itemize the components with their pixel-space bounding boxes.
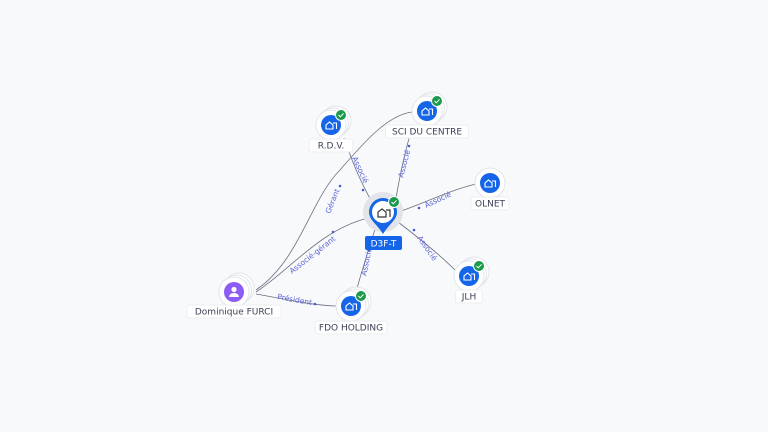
building-icon [480,173,500,193]
edge-fdo-center [355,225,377,293]
edge-arrows [313,144,421,306]
verified-check-icon [355,290,367,302]
edge-label: Associé [350,155,370,185]
node-label-bg [314,320,388,335]
edge-label: Associé [423,190,453,210]
node-label: R.D.V. [318,142,344,152]
edge-label: Associé [396,148,412,178]
node-label-bg [308,138,354,153]
building-icon [377,208,391,218]
building-icon [459,266,479,286]
center-label: D3F-T [371,240,397,250]
verified-check-icon [473,260,485,272]
building-icon [321,115,341,135]
node-label-bg [385,124,469,139]
node-jlh[interactable]: JLH [453,256,490,304]
edge-label: Associé-gérant [288,234,338,275]
node-sci[interactable]: SCI DU CENTRE [385,91,469,139]
edge-dom-fdo [255,293,337,307]
edge-dom-center [255,217,369,293]
edge-dom-sci [255,111,413,291]
edge-olnet-center [397,183,477,213]
node-rdv[interactable]: R.D.V. [308,105,354,153]
edge-label: Associé [415,234,439,263]
node-label: JLH [461,293,476,303]
node-olnet[interactable]: OLNET [470,167,510,211]
node-dom[interactable]: Dominique FURCI [186,272,282,319]
edge-label: Président [277,292,313,307]
verified-check-icon [388,196,400,208]
node-label: FDO HOLDING [319,324,383,334]
node-label: SCI DU CENTRE [392,128,462,138]
verified-check-icon [335,109,347,121]
node-label-bg [455,289,483,304]
node-label-bg [470,196,510,211]
node-label: OLNET [475,200,506,210]
node-label: Dominique FURCI [195,308,273,318]
edge-label: Associé [359,246,374,276]
center-node[interactable]: D3F-T [363,192,403,250]
building-icon [417,101,437,121]
node-label-bg [186,304,282,319]
verified-check-icon [431,95,443,107]
edge-label: Gérant [324,187,342,214]
building-icon [341,296,361,316]
edge-jlh-center [397,221,456,271]
node-fdo[interactable]: FDO HOLDING [314,286,388,335]
